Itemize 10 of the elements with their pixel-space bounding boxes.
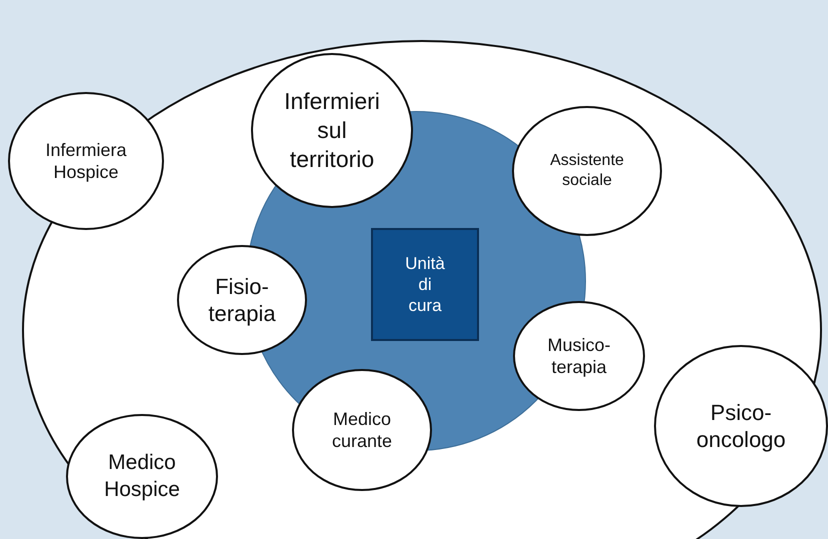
node-label: Medico Hospice: [104, 450, 180, 502]
node-label: Infermiera Hospice: [45, 138, 127, 184]
node-label: Medico curante: [332, 408, 392, 452]
node-label: Psico- oncologo: [696, 398, 786, 454]
node-label: Infermieri sul territorio: [284, 87, 380, 174]
node-label: Fisio- terapia: [208, 272, 276, 328]
node-label: Unità di cura: [405, 252, 445, 316]
node-label: Musico- terapia: [547, 334, 610, 378]
center-square: [371, 228, 479, 341]
node-label: Assistente sociale: [550, 151, 624, 191]
